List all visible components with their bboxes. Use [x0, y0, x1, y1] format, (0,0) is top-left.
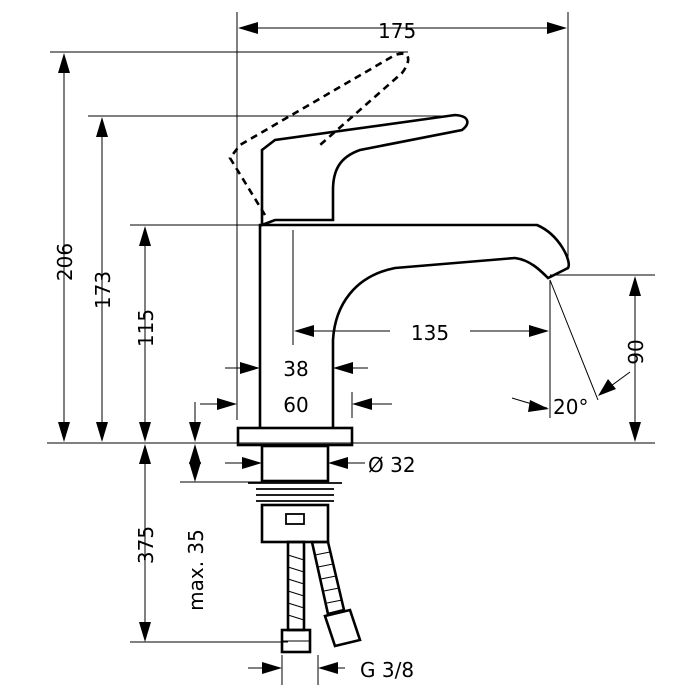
- faucet-base-plate: [236, 426, 354, 447]
- faucet-body: [258, 223, 571, 428]
- label-overall-length: 175: [378, 19, 416, 43]
- supply-hoses: [280, 540, 362, 654]
- hose-angled-nut: [323, 608, 362, 648]
- faucet-fixing-screw: [285, 513, 305, 525]
- hose-straight: [286, 540, 306, 632]
- extension-lines: [47, 12, 655, 685]
- label-base-width: 60: [283, 393, 308, 417]
- label-spout-base-height: 115: [134, 309, 158, 347]
- label-hose-length: 375: [134, 526, 158, 564]
- hose-straight-braid: [287, 554, 305, 621]
- label-spout-reach: 135: [411, 321, 449, 345]
- faucet-shank: [260, 444, 330, 483]
- label-body-width: 38: [283, 357, 308, 381]
- hose-angled-braid: [314, 551, 343, 604]
- dimension-lines: [58, 22, 641, 674]
- label-connection-diameter: Ø 32: [368, 453, 416, 477]
- label-thread-size: G 3/8: [360, 658, 414, 682]
- faucet-outline: [228, 52, 571, 544]
- hose-angled: [310, 540, 346, 616]
- label-total-height: 206: [53, 243, 77, 281]
- label-spray-angle: 20°: [553, 395, 588, 419]
- faucet-handle-raised: [228, 52, 410, 216]
- dimension-labels: 175 206 173 115 90 135 38 60 Ø 32 375 ma…: [53, 19, 648, 682]
- faucet-thread-rings: [248, 482, 342, 502]
- faucet-handle: [260, 113, 469, 227]
- label-handle-height: 173: [91, 271, 115, 309]
- label-spout-outlet-height: 90: [624, 339, 648, 364]
- label-max-counter-thickness: max. 35: [184, 529, 208, 611]
